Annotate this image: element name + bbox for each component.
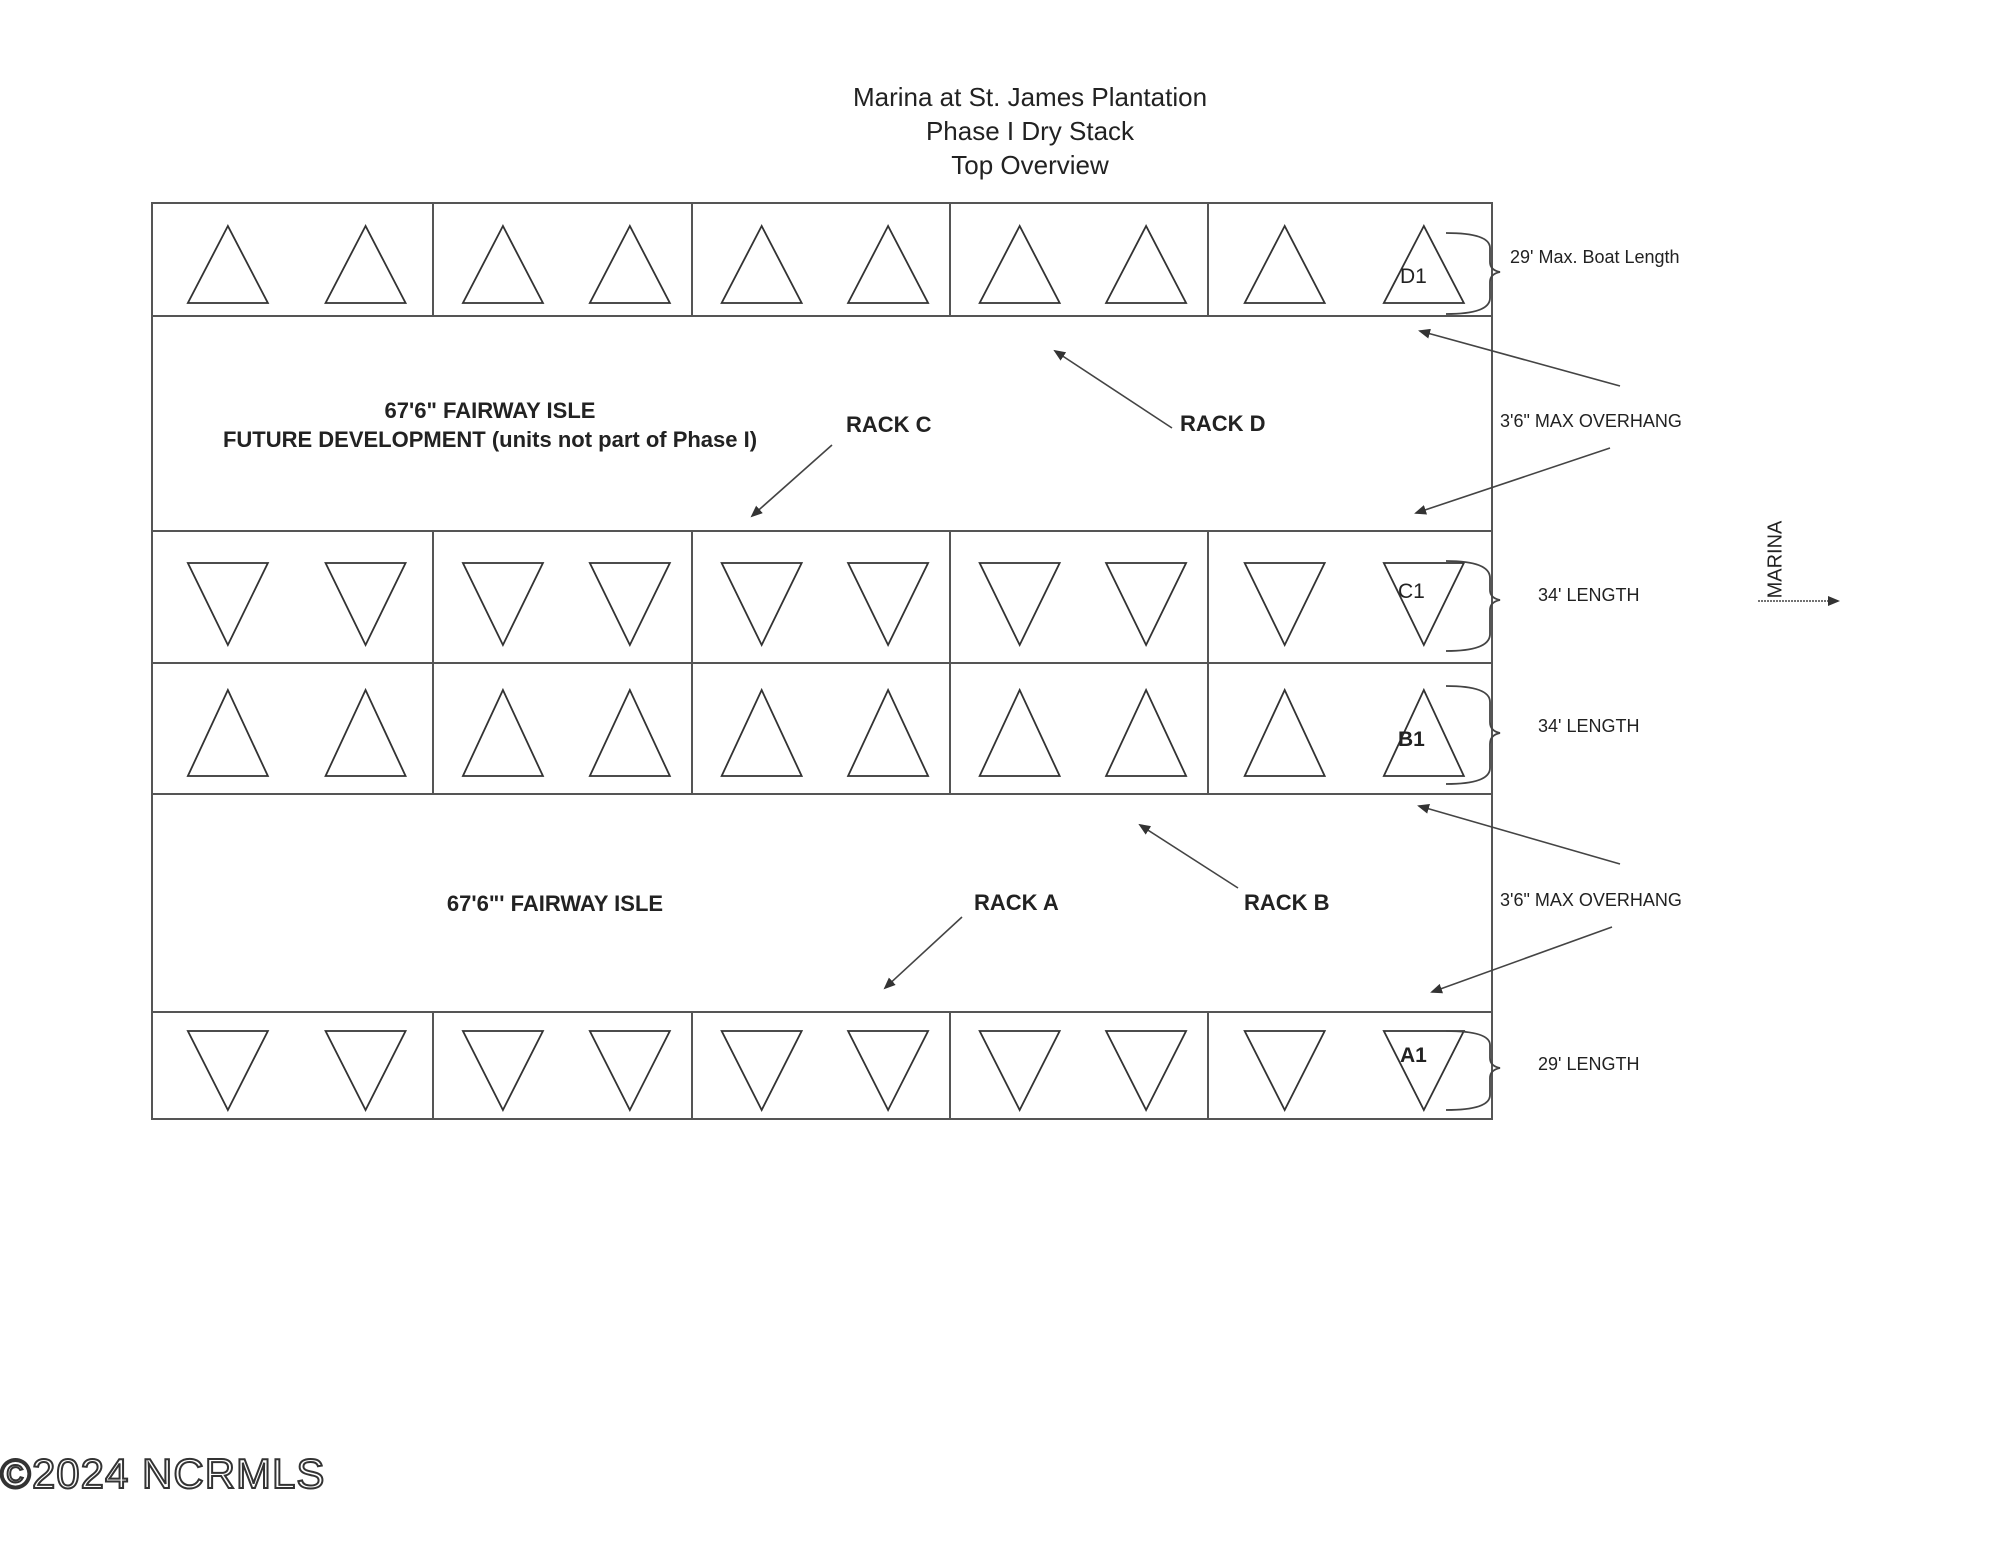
slot-a1-label: A1 — [1400, 1044, 1427, 1067]
rack-c-row-slot-triangle — [846, 562, 930, 648]
rack-b-row-slot-triangle — [1243, 687, 1327, 777]
rack-d-arrow — [1053, 349, 1173, 429]
overhang-lower-arrow-1 — [1417, 803, 1621, 865]
overhang-lower-arrow-2 — [1430, 926, 1613, 994]
rack-d-row-slot-triangle — [1104, 224, 1188, 304]
a-row-dimension: 29' LENGTH — [1538, 1054, 1640, 1074]
rack-c-row-slot-triangle — [461, 562, 545, 648]
a-row-brace — [1445, 1030, 1501, 1111]
rack-d-row-slot-triangle — [978, 224, 1062, 304]
rack-a-row-slot-triangle — [978, 1030, 1062, 1112]
rack-b-arrow — [1138, 823, 1239, 889]
rack-c-row-slot-triangle — [720, 562, 804, 648]
rack-b-row-slot-triangle — [978, 687, 1062, 777]
rack-c-arrow — [750, 444, 833, 518]
rack-c-row-slot-triangle — [1382, 562, 1466, 648]
rack-a-row-slot-triangle — [720, 1030, 804, 1112]
rack-d-row-slot-triangle — [720, 224, 804, 304]
lower-fairway — [153, 795, 1491, 1011]
building-outline — [151, 202, 1493, 1120]
c-row-brace — [1445, 560, 1501, 652]
rack-a-arrow — [883, 916, 963, 990]
rack-a-row-slot-triangle — [324, 1030, 408, 1112]
rack-c-label: RACK C — [846, 412, 932, 437]
rack-a-row-slot-triangle — [186, 1030, 270, 1112]
rack-c-row-slot-triangle — [588, 562, 672, 648]
rack-b-row-slot-triangle — [461, 687, 545, 777]
rack-a-row-slot-triangle — [846, 1030, 930, 1112]
rack-d-row-slot-triangle — [1382, 224, 1466, 304]
rack-c-row-slot-triangle — [1104, 562, 1188, 648]
upper-fairway — [153, 317, 1491, 530]
rack-a-label: RACK A — [974, 890, 1059, 915]
upper-fairway-label: 67'6" FAIRWAY ISLE — [384, 398, 596, 423]
copyright-watermark: ©2024 NCRMLS — [0, 1449, 326, 1498]
future-development-label: FUTURE DEVELOPMENT (units not part of Ph… — [222, 427, 758, 452]
b-row-dimension: 34' LENGTH — [1538, 716, 1640, 736]
page-title-line-2: Phase I Dry Stack — [925, 116, 1135, 146]
page-title-line-1: Marina at St. James Plantation — [852, 82, 1208, 112]
rack-c-row-slot-triangle — [978, 562, 1062, 648]
rack-d-label: RACK D — [1180, 411, 1266, 436]
rack-a-row-slot-triangle — [1243, 1030, 1327, 1112]
rack-b-row-slot-triangle — [846, 687, 930, 777]
page-title-line-3: Top Overview — [951, 150, 1109, 180]
rack-c-row-slot-triangle — [324, 562, 408, 648]
rack-d-row-slot-triangle — [461, 224, 545, 304]
marina-direction-label: MARINA — [1764, 520, 1787, 599]
rack-b-row-slot-triangle — [1104, 687, 1188, 777]
rack-b-row-slot-triangle — [588, 687, 672, 777]
rack-a-row-slot-triangle — [461, 1030, 545, 1112]
overhang-upper-arrow-1 — [1418, 328, 1621, 387]
d-row-brace — [1445, 232, 1501, 315]
rack-d-row-slot-triangle — [1243, 224, 1327, 304]
rack-d-row-slot-triangle — [186, 224, 270, 304]
slot-d1-label: D1 — [1400, 265, 1427, 288]
b-row-brace — [1445, 685, 1501, 785]
rack-a-row-slot-triangle — [588, 1030, 672, 1112]
c-row-dimension: 34' LENGTH — [1538, 585, 1640, 605]
rack-b-row-slot-triangle — [186, 687, 270, 777]
overhang-upper-arrow-2 — [1414, 447, 1611, 515]
rack-a-row-slot-triangle — [1104, 1030, 1188, 1112]
lower-fairway-label: 67'6"' FAIRWAY ISLE — [446, 891, 664, 916]
slot-c1-label: C1 — [1398, 580, 1425, 603]
rack-b-label: RACK B — [1244, 890, 1330, 915]
overhang-lower-label: 3'6" MAX OVERHANG — [1500, 890, 1682, 910]
rack-b-row-slot-triangle — [1382, 687, 1466, 777]
d-row-dimension: 29' Max. Boat Length — [1510, 247, 1680, 267]
rack-b-row-slot-triangle — [324, 687, 407, 777]
rack-d-row-slot-triangle — [588, 224, 672, 304]
rack-d-row-slot-triangle — [846, 224, 930, 304]
rack-c-row-slot-triangle — [1243, 562, 1327, 648]
rack-b-row-slot-triangle — [720, 687, 804, 777]
rack-d-row-slot-triangle — [324, 224, 408, 304]
rack-a-row-slot-triangle — [1382, 1030, 1466, 1112]
rack-c-row-slot-triangle — [186, 562, 270, 648]
slot-b1-label: B1 — [1398, 728, 1425, 751]
overhang-upper-label: 3'6" MAX OVERHANG — [1500, 411, 1682, 431]
